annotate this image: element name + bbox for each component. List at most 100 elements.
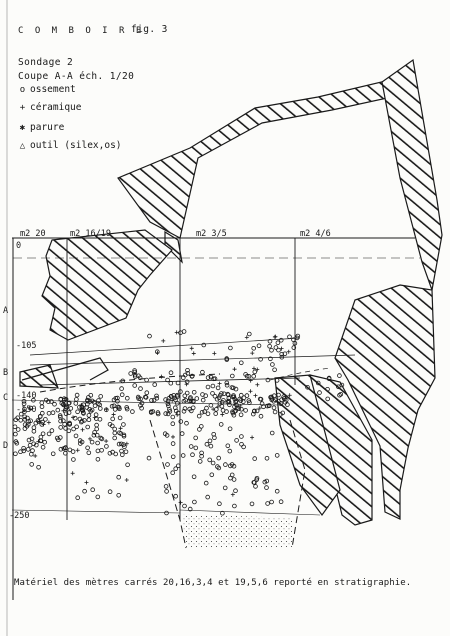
cross-icon: + (19, 102, 26, 113)
bone-find (170, 414, 176, 420)
bone-find (75, 495, 80, 501)
bone-find (271, 405, 277, 411)
bone-find (121, 422, 126, 427)
bone-find (29, 462, 35, 467)
bone-find (209, 472, 215, 478)
bone-find (168, 380, 174, 386)
star-icon: ✱ (19, 122, 26, 133)
ceramic-find (250, 435, 255, 440)
bone-find (21, 445, 26, 451)
bone-find (175, 400, 180, 406)
bone-find (123, 449, 129, 455)
ceramic-find (92, 415, 97, 420)
bone-find (165, 462, 170, 467)
ceramic-find (248, 389, 253, 394)
bone-find (54, 435, 60, 441)
bone-find (95, 494, 101, 500)
bone-find (164, 510, 169, 516)
bone-find (274, 378, 280, 383)
bone-find (125, 395, 130, 401)
bone-find (138, 396, 143, 402)
bone-find (252, 369, 258, 375)
bone-find (165, 377, 170, 383)
bone-find (112, 435, 117, 441)
bone-find (116, 492, 121, 498)
bone-find (234, 438, 239, 443)
ceramic-find (161, 338, 166, 343)
bone-find (315, 380, 321, 386)
basal-deposit (182, 514, 292, 548)
bone-find (112, 407, 118, 412)
bone-find (269, 347, 274, 353)
bone-find (210, 391, 215, 396)
bone-find (77, 404, 82, 410)
bone-find (72, 415, 78, 421)
bone-find (58, 425, 63, 430)
legend-ceramic-label: céramique (30, 102, 82, 113)
bone-find (88, 408, 93, 414)
bone-find (181, 408, 187, 414)
bone-find (31, 428, 37, 434)
bone-find (89, 407, 95, 413)
bone-find (155, 411, 161, 417)
bone-find (50, 410, 56, 416)
bone-find (115, 404, 121, 410)
bone-find (239, 406, 244, 412)
ceramic-find (104, 439, 109, 444)
bone-find (119, 392, 125, 398)
bone-find (270, 362, 275, 367)
sounding-label: Sondage 2 (18, 57, 74, 68)
bone-find (224, 357, 230, 362)
bone-find (184, 379, 190, 385)
bone-find (40, 431, 46, 437)
bone-find (172, 395, 178, 401)
bone-find (202, 409, 207, 414)
bone-find (197, 459, 203, 464)
ceramic-find (212, 351, 217, 356)
bone-find (274, 453, 280, 458)
bone-find (75, 409, 80, 415)
bone-find (163, 484, 169, 489)
ceramic-find (70, 471, 75, 476)
bone-find (181, 398, 187, 404)
bone-find (264, 485, 269, 490)
bone-find (210, 460, 216, 466)
bone-find (71, 457, 76, 462)
bone-find (39, 410, 45, 416)
bone-find (63, 450, 68, 456)
bone-find (147, 333, 152, 339)
bone-find (241, 395, 247, 401)
ceramic-find (248, 378, 253, 383)
bone-find (94, 432, 100, 438)
bone-find (267, 338, 273, 344)
bone-find (246, 373, 252, 379)
bone-find (282, 396, 287, 401)
bone-find (121, 433, 127, 439)
bone-find (87, 399, 93, 404)
bone-find (70, 449, 76, 454)
bone-find (136, 396, 142, 401)
bone-find (63, 445, 68, 450)
bone-find (165, 398, 171, 404)
ceramic-find (244, 335, 249, 340)
bone-find (95, 448, 101, 454)
bone-find (79, 405, 85, 411)
square-label-4-6: m2 4/6 (300, 229, 331, 239)
bone-find (119, 448, 124, 454)
bone-find (130, 409, 135, 414)
ceramic-find (111, 412, 116, 417)
bone-find (184, 420, 189, 426)
bone-find (154, 395, 160, 401)
bone-find (163, 411, 169, 416)
bone-find (149, 398, 154, 403)
bone-find (167, 409, 173, 414)
bone-find (268, 394, 273, 400)
layer-label-d: D (3, 441, 8, 451)
figure-caption: Matériel des mètres carrés 20,16,3,4 et … (14, 578, 412, 588)
bone-find (201, 342, 207, 348)
bone-find (40, 444, 46, 450)
bone-find (279, 351, 285, 357)
bone-find (243, 372, 248, 377)
bone-find (97, 402, 102, 408)
bone-find (96, 401, 101, 407)
